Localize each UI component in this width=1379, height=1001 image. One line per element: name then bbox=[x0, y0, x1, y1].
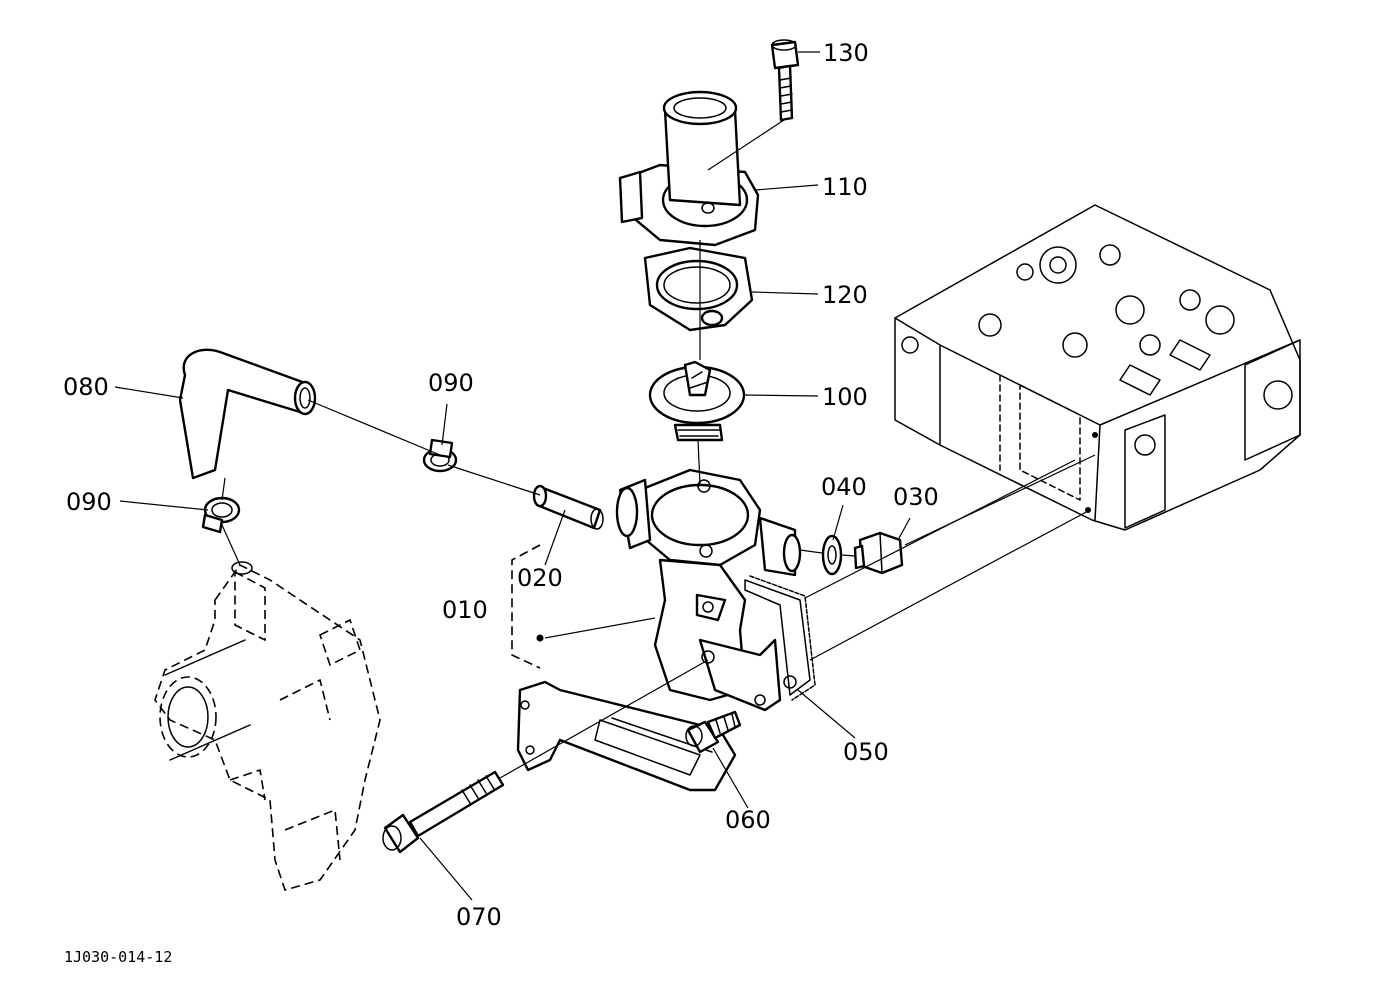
label-010: 010 bbox=[442, 596, 488, 624]
washer-040-drawing bbox=[821, 534, 843, 576]
clamp-090-left-drawing bbox=[201, 496, 241, 534]
bolt-130-drawing bbox=[770, 39, 800, 122]
label-060: 060 bbox=[725, 806, 771, 834]
label-070: 070 bbox=[456, 903, 502, 931]
label-080: 080 bbox=[63, 373, 109, 401]
label-120: 120 bbox=[822, 281, 868, 309]
label-130: 130 bbox=[823, 39, 869, 67]
assembly-lines bbox=[221, 119, 1096, 779]
leader-lines bbox=[114, 51, 911, 901]
thermostat-cover-drawing bbox=[618, 90, 760, 247]
label-110: 110 bbox=[822, 173, 868, 201]
label-090-lower: 090 bbox=[66, 488, 112, 516]
label-050: 050 bbox=[843, 738, 889, 766]
label-090-upper: 090 bbox=[428, 369, 474, 397]
bolt-070-drawing bbox=[382, 770, 505, 854]
water-pump-drawing bbox=[154, 561, 381, 891]
label-100: 100 bbox=[822, 383, 868, 411]
thermostat-100-drawing bbox=[648, 360, 746, 442]
thermostat-housing-drawing bbox=[615, 468, 816, 712]
pipe-020-drawing bbox=[532, 484, 604, 530]
cylinder-head-drawing bbox=[894, 204, 1301, 531]
gasket-120-drawing bbox=[643, 246, 754, 332]
hose-080-drawing bbox=[178, 348, 317, 480]
bolt-060-drawing bbox=[685, 710, 742, 754]
part-labels: 130 110 120 100 080 090 090 040 030 020 … bbox=[63, 39, 939, 931]
label-030: 030 bbox=[893, 483, 939, 511]
plug-030-drawing bbox=[853, 531, 904, 575]
figure-reference-code: 1J030-014-12 bbox=[64, 948, 172, 966]
label-040: 040 bbox=[821, 473, 867, 501]
label-020: 020 bbox=[517, 564, 563, 592]
